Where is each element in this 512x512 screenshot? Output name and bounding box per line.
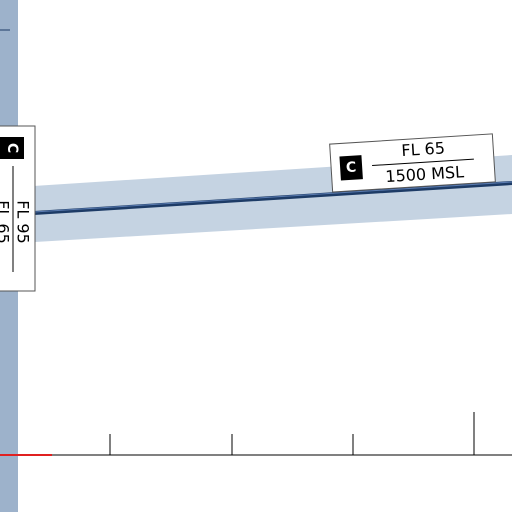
route-line[interactable] <box>17 181 512 216</box>
airspace-floor-left: FL 65 <box>0 200 13 244</box>
airspace-label-left[interactable]: C FL 95 FL 65 <box>0 125 36 292</box>
airspace-label-right[interactable]: C FL 65 1500 MSL <box>329 133 496 193</box>
airspace-class-badge-left <box>0 137 24 159</box>
airspace-ceiling-left: FL 95 <box>14 200 33 244</box>
airspace-floor-right: 1500 MSL <box>385 162 465 186</box>
route-line-highlight <box>17 181 512 214</box>
airspace-class-letter-left: C <box>4 143 20 153</box>
airspace-class-badge-right <box>339 155 363 181</box>
airspace-class-letter-right: C <box>346 160 357 177</box>
airspace-label-right-divider <box>372 158 474 167</box>
airspace-ceiling-right: FL 65 <box>401 138 446 160</box>
